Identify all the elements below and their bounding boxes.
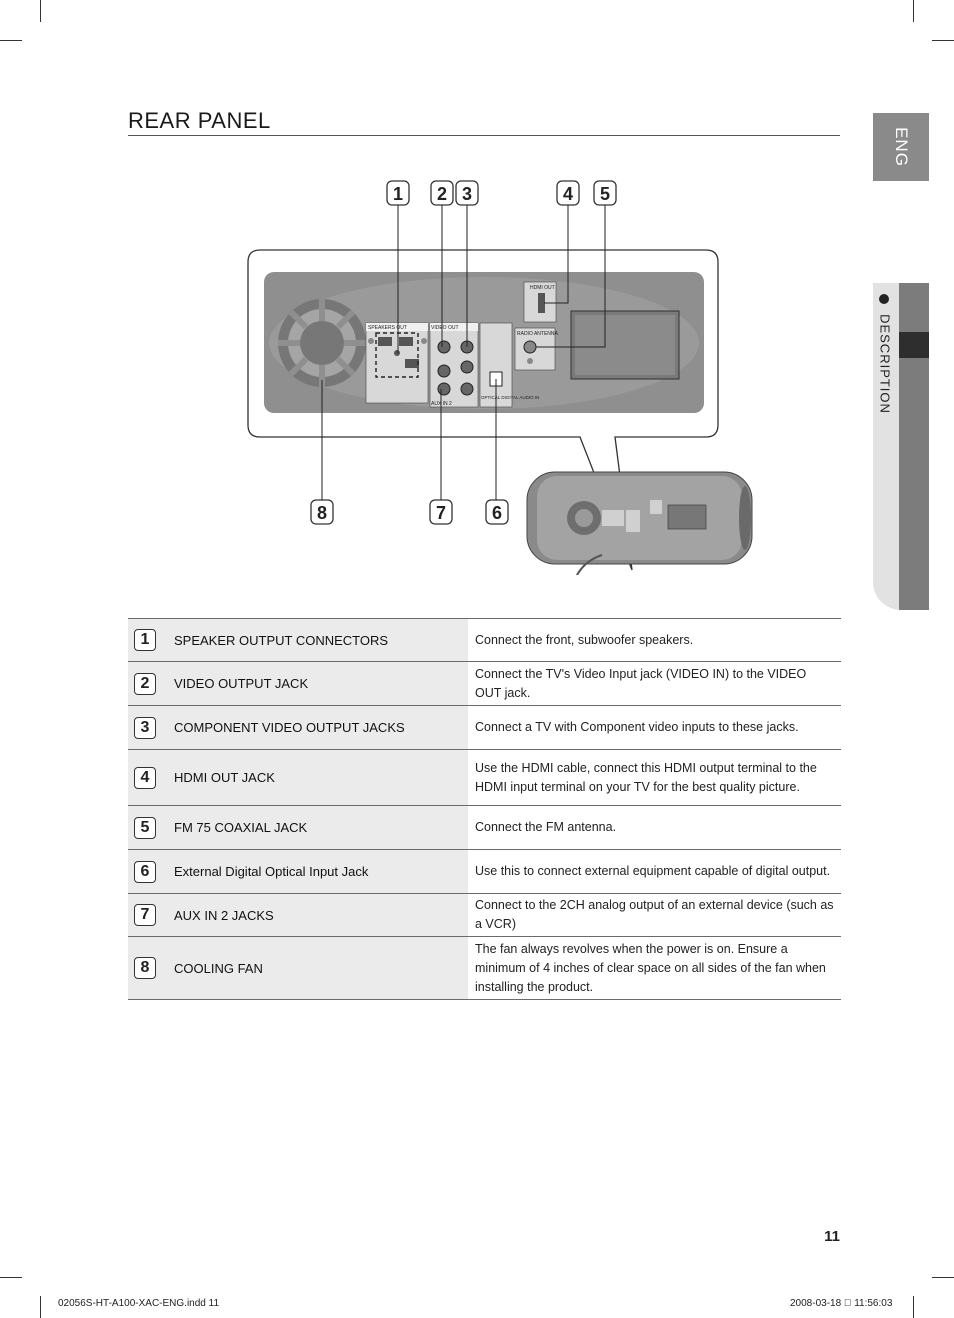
row-description: Connect the FM antenna. — [468, 805, 841, 850]
crop-mark — [40, 0, 41, 22]
row-name: External Digital Optical Input Jack — [174, 849, 468, 894]
callout-number: 3 — [462, 184, 472, 204]
row-description: Connect the front, subwoofer speakers. — [468, 618, 841, 662]
page-title: REAR PANEL — [128, 108, 271, 133]
language-tab: ENG — [873, 113, 929, 181]
row-number-badge: 4 — [134, 766, 156, 789]
row-name: VIDEO OUTPUT JACK — [174, 661, 468, 706]
table-row: 6 External Digital Optical Input Jack Us… — [128, 849, 841, 894]
optical-label: OPTICAL DIGITAL AUDIO IN — [481, 395, 539, 400]
section-tab-marker — [899, 332, 929, 358]
hdmi-block: HDMI OUT — [523, 281, 557, 323]
speaker-output-block: SPEAKERS OUT — [365, 322, 429, 404]
page-number: 11 — [824, 1228, 840, 1245]
language-tab-label: ENG — [892, 127, 911, 167]
row-description: Use this to connect external equipment c… — [468, 849, 841, 894]
callout-number: 1 — [393, 184, 403, 204]
row-number-badge: 8 — [134, 957, 156, 979]
row-description: Use the HDMI cable, connect this HDMI ou… — [468, 749, 841, 806]
row-name: AUX IN 2 JACKS — [174, 893, 468, 937]
callout-number: 8 — [317, 503, 327, 523]
row-name: SPEAKER OUTPUT CONNECTORS — [174, 618, 468, 662]
row-description: Connect a TV with Component video inputs… — [468, 705, 841, 750]
section-tab-label: DESCRIPTION — [877, 314, 893, 414]
row-number-cell: 1 — [128, 618, 174, 662]
crop-mark — [932, 1277, 954, 1278]
crop-mark — [0, 40, 22, 41]
table-row: 7 AUX IN 2 JACKS Connect to the 2CH anal… — [128, 893, 841, 937]
row-number-badge: 3 — [134, 716, 156, 739]
callout-number: 5 — [600, 184, 610, 204]
title-rule — [128, 135, 840, 136]
row-description: Connect the TV's Video Input jack (VIDEO… — [468, 661, 841, 706]
callout-3: 3 — [455, 180, 479, 206]
crop-mark — [40, 1296, 41, 1318]
row-number-cell: 6 — [128, 849, 174, 894]
video-output-block: VIDEO OUT AUX IN 2 — [429, 322, 479, 408]
row-name: COOLING FAN — [174, 936, 468, 1000]
row-number-cell: 5 — [128, 805, 174, 850]
cooling-fan-icon — [278, 299, 366, 387]
table-row: 5 FM 75 COAXIAL JACK Connect the FM ante… — [128, 805, 841, 850]
row-number-cell: 3 — [128, 705, 174, 750]
callout-5: 5 — [593, 180, 617, 206]
callout-number: 2 — [437, 184, 447, 204]
footer-timestamp: 2008-03-18   11:56:03 — [790, 1298, 893, 1309]
row-number-cell: 8 — [128, 936, 174, 1000]
row-description: The fan always revolves when the power i… — [468, 936, 841, 1000]
table-row: 3 COMPONENT VIDEO OUTPUT JACKS Connect a… — [128, 705, 841, 750]
row-number-badge: 5 — [134, 816, 156, 839]
crop-mark — [0, 1277, 22, 1278]
unit-rear-view — [526, 471, 753, 575]
row-number-cell: 7 — [128, 893, 174, 937]
row-name: FM 75 COAXIAL JACK — [174, 805, 468, 850]
bullet-icon — [879, 294, 889, 304]
row-number-badge: 2 — [134, 672, 156, 695]
callout-number: 7 — [436, 503, 446, 523]
crop-mark — [932, 40, 954, 41]
row-number-cell: 4 — [128, 749, 174, 806]
footer-file-info: 02056S-HT-A100-XAC-ENG.indd 11 — [58, 1298, 220, 1309]
row-number-badge: 6 — [134, 860, 156, 883]
crop-mark — [913, 0, 914, 22]
rear-panel-diagram: 1 2 3 4 5 8 7 6 — [247, 180, 753, 575]
video-out-label: VIDEO OUT — [431, 325, 459, 331]
callout-2: 2 — [430, 180, 454, 206]
row-description: Connect to the 2CH analog output of an e… — [468, 893, 841, 937]
table-row: 2 VIDEO OUTPUT JACK Connect the TV's Vid… — [128, 661, 841, 706]
antenna-block: RADIO ANTENNA — [514, 327, 559, 371]
crop-mark — [913, 1296, 914, 1318]
speakers-out-label: SPEAKERS OUT — [368, 325, 407, 331]
rear-panel-table: 1 SPEAKER OUTPUT CONNECTORS Connect the … — [128, 618, 841, 1000]
callout-1: 1 — [386, 180, 410, 206]
callout-number: 6 — [492, 503, 502, 523]
callout-7: 7 — [429, 499, 453, 525]
table-row: 4 HDMI OUT JACK Use the HDMI cable, conn… — [128, 749, 841, 806]
aux-in-label: AUX IN 2 — [431, 401, 452, 407]
row-number-cell: 2 — [128, 661, 174, 706]
row-number-badge: 1 — [134, 629, 156, 651]
radio-antenna-label: RADIO ANTENNA — [517, 331, 559, 337]
row-name: COMPONENT VIDEO OUTPUT JACKS — [174, 705, 468, 750]
callout-number: 4 — [563, 184, 573, 204]
row-name: HDMI OUT JACK — [174, 749, 468, 806]
hdmi-out-label: HDMI OUT — [530, 285, 555, 291]
table-row: 1 SPEAKER OUTPUT CONNECTORS Connect the … — [128, 618, 841, 662]
table-row: 8 COOLING FAN The fan always revolves wh… — [128, 936, 841, 1000]
callout-4: 4 — [556, 180, 580, 206]
callout-8: 8 — [310, 499, 334, 525]
row-number-badge: 7 — [134, 904, 156, 926]
callout-6: 6 — [485, 499, 509, 525]
